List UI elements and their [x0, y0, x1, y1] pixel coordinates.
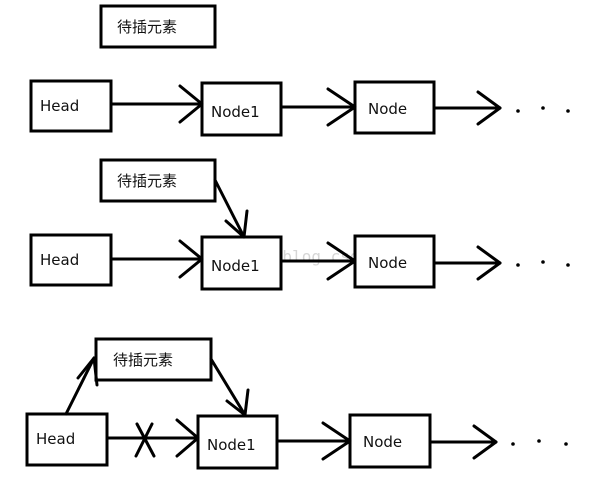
ellipsis	[511, 439, 568, 446]
arrow-insert-to-node1	[209, 357, 250, 417]
arrow-head-to-node1	[109, 239, 204, 279]
arrow-node1-to-node	[275, 421, 352, 461]
ellipsis	[516, 106, 570, 113]
node1-box	[200, 81, 283, 137]
row-2: 待插元素 Head Node1 Node	[29, 158, 570, 291]
arrow-node1-to-node	[279, 241, 357, 281]
head-label: Head	[40, 251, 79, 269]
node-label: Node	[368, 254, 407, 272]
insert-element-box	[99, 158, 217, 203]
arrow-node-to-next	[432, 90, 502, 126]
arrow-node-to-next	[428, 424, 498, 460]
head-box	[25, 412, 109, 467]
arrow-head-to-insert	[64, 356, 99, 416]
node-label: Node	[368, 100, 407, 118]
node-box	[348, 413, 432, 469]
insert-element-label: 待插元素	[117, 18, 177, 36]
ellipsis	[516, 260, 570, 267]
insert-element-label: 待插元素	[117, 172, 177, 190]
node1-label: Node1	[207, 436, 256, 454]
arrow-node-to-next	[432, 245, 502, 281]
arrow-node1-to-node	[279, 87, 357, 127]
row-3: 待插元素 Head Node1 Node	[25, 337, 568, 470]
row-1: 待插元素 Head Node1 Node	[29, 4, 570, 137]
head-label: Head	[36, 430, 75, 448]
head-box	[29, 79, 113, 133]
arrow-head-to-node1	[109, 84, 204, 124]
insert-element-box	[99, 4, 217, 49]
broken-arrow-head-to-node1	[105, 418, 200, 458]
insert-element-box	[94, 337, 213, 382]
node1-label: Node1	[211, 103, 260, 121]
node1-label: Node1	[211, 257, 260, 275]
head-box	[29, 233, 113, 287]
arrow-insert-to-node1	[213, 178, 249, 239]
insert-element-label: 待插元素	[113, 351, 173, 369]
head-label: Head	[40, 97, 79, 115]
node1-box	[200, 235, 283, 291]
node-label: Node	[363, 433, 402, 451]
